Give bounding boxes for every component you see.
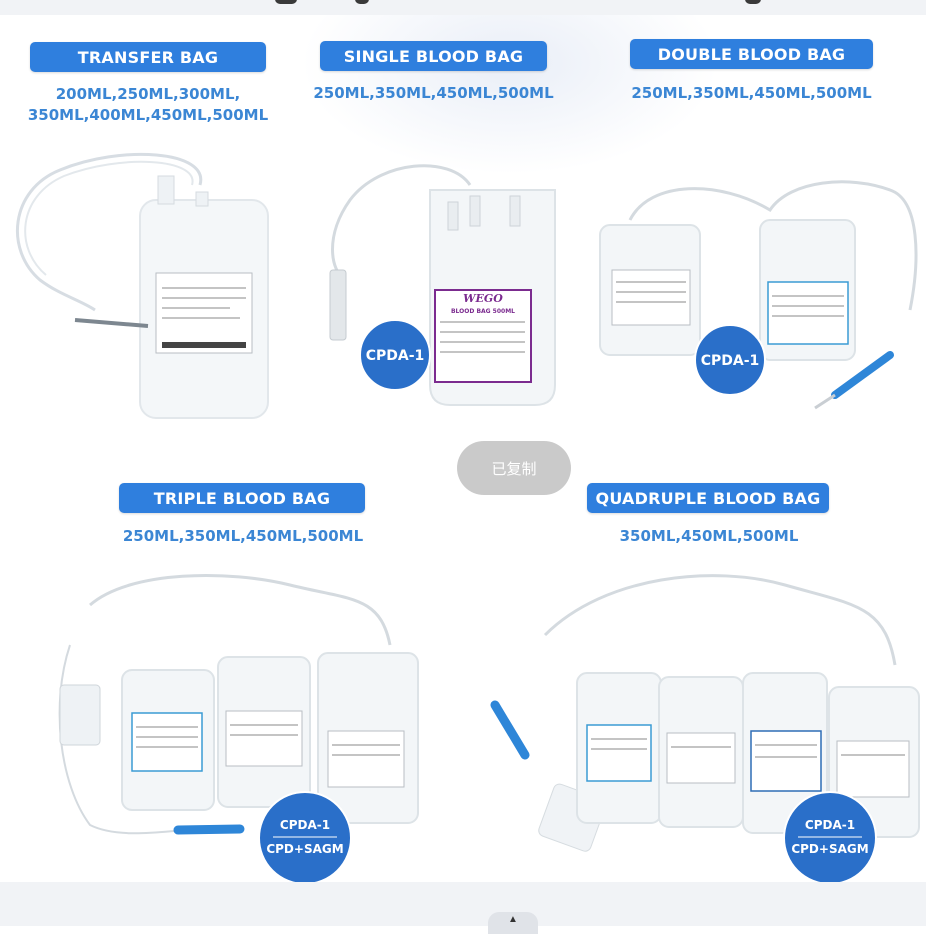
badge-cpda1: CPDA-1 [701,353,760,369]
double-blood-bag-image: CPDA-1 [599,180,918,410]
badge-cpd-sagm: CPD+SAGM [791,842,868,856]
product-volumes-quadruple-blood-bag: 350ML,450ML,500ML [619,527,799,545]
product-volumes-single-blood-bag: 250ML,350ML,450ML,500ML [313,84,554,102]
volumes-line-1: 200ML,250ML,300ML, [55,85,241,103]
product-title-transfer-bag: TRANSFER BAG [30,42,266,72]
product-title-double-blood-bag: DOUBLE BLOOD BAG [630,39,873,69]
volumes-line-2: 350ML,400ML,450ML,500ML [27,106,269,124]
footer-bar [0,882,926,926]
quadruple-blood-bag-image: CPDA-1 CPD+SAGM [490,574,920,885]
transfer-bag-image [16,152,269,419]
product-volumes-transfer-bag: 200ML,250ML,300ML, 350ML,400ML,450ML,500… [20,84,276,126]
product-title-triple-blood-bag: TRIPLE BLOOD BAG [119,483,365,513]
product-title-quadruple-blood-bag: QUADRUPLE BLOOD BAG [587,483,829,513]
label-sub: BLOOD BAG 500ML [451,308,515,315]
copied-toast: 已复制 [457,441,571,495]
banner-text-fragment [745,0,761,4]
badge-cpda1: CPDA-1 [280,818,330,832]
chevron-up-icon: ▲ [508,914,518,925]
back-to-top-button[interactable]: ▲ [488,912,538,934]
product-volumes-double-blood-bag: 250ML,350ML,450ML,500ML [631,84,872,102]
product-title-single-blood-bag: SINGLE BLOOD BAG [320,41,547,71]
label-brand: WEGO [463,292,503,305]
banner-text-fragment [355,0,369,4]
badge-cpd-sagm: CPD+SAGM [266,842,343,856]
single-blood-bag-image: WEGO BLOOD BAG 500ML CPDA-1 [329,164,556,406]
triple-blood-bag-image: CPDA-1 CPD+SAGM [58,573,419,885]
badge-cpda1: CPDA-1 [805,818,855,832]
product-volumes-triple-blood-bag: 250ML,350ML,450ML,500ML [122,527,364,545]
banner-text-fragment [275,0,297,4]
top-banner-strip [0,0,926,15]
badge-cpda1: CPDA-1 [366,348,425,364]
